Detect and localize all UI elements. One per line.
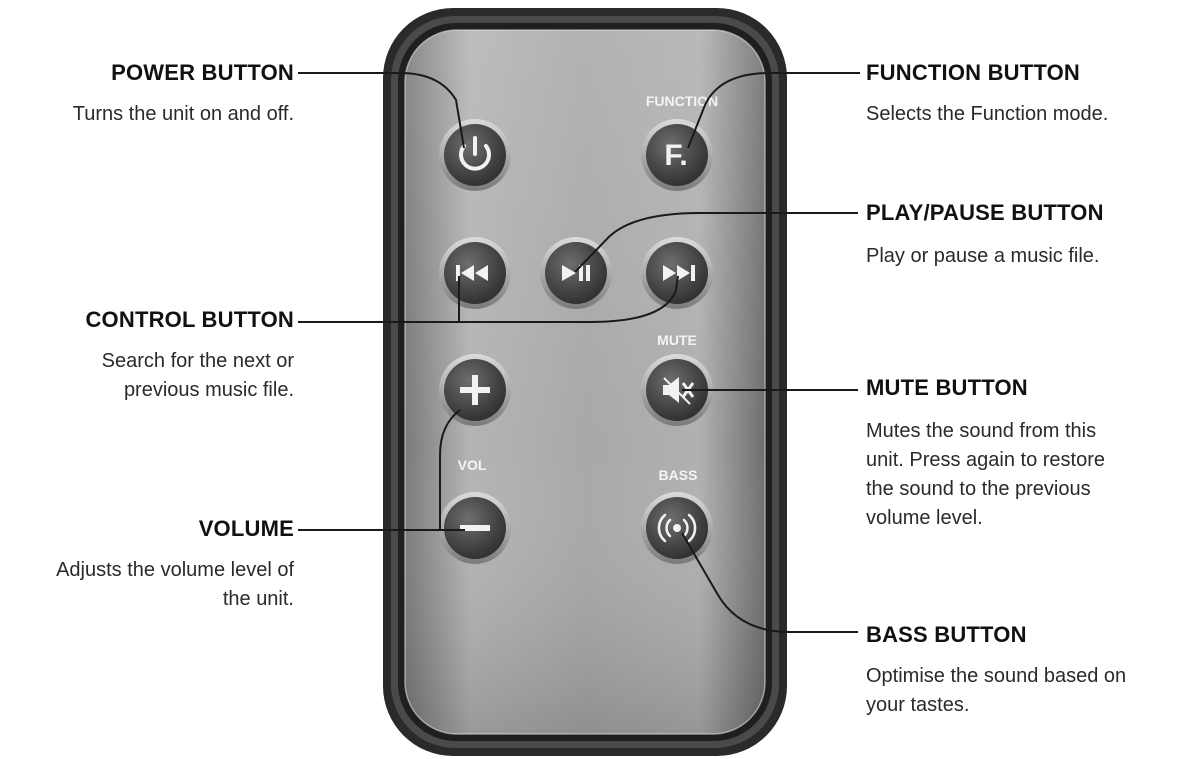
mute-desc-line: volume level. bbox=[866, 507, 983, 529]
bass-icon bbox=[657, 513, 697, 543]
volume-title: VOLUME bbox=[198, 516, 294, 541]
play-pause-button[interactable] bbox=[540, 237, 612, 309]
mute-desc-line: the sound to the previous bbox=[866, 478, 1091, 500]
skip-forward-icon bbox=[663, 265, 695, 281]
control-button-title: CONTROL BUTTON bbox=[85, 307, 294, 332]
control-desc-line: Search for the next or bbox=[101, 350, 294, 372]
mute-label: MUTE bbox=[657, 332, 697, 348]
power-button[interactable] bbox=[439, 119, 511, 191]
function-button-callout: FUNCTION BUTTON Selects the Function mod… bbox=[866, 60, 1186, 129]
volume-callout: VOLUME Adjusts the volume level of the u… bbox=[0, 516, 294, 614]
bass-desc-line: your tastes. bbox=[866, 694, 970, 716]
volume-desc: Adjusts the volume level of the unit. bbox=[0, 556, 294, 614]
mute-button-title: MUTE BUTTON bbox=[866, 375, 1028, 400]
mute-button-desc: Mutes the sound from this unit. Press ag… bbox=[866, 417, 1186, 533]
power-button-title: POWER BUTTON bbox=[111, 60, 294, 85]
function-leader bbox=[687, 72, 860, 149]
play-pause-button-title: PLAY/PAUSE BUTTON bbox=[866, 200, 1104, 225]
previous-track-button[interactable] bbox=[439, 237, 511, 309]
bass-leader bbox=[681, 532, 858, 633]
bass-button-callout: BASS BUTTON Optimise the sound based on … bbox=[866, 622, 1186, 720]
function-key-glyph: F. bbox=[664, 139, 687, 172]
remote-body bbox=[383, 8, 787, 756]
control-button-desc: Search for the next or previous music fi… bbox=[0, 347, 294, 405]
mute-button[interactable] bbox=[641, 354, 713, 426]
power-button-desc: Turns the unit on and off. bbox=[72, 103, 294, 125]
vol-label: VOL bbox=[458, 457, 487, 473]
power-leader bbox=[298, 72, 465, 149]
leader-lines bbox=[298, 72, 860, 633]
bass-button-desc: Optimise the sound based on your tastes. bbox=[866, 662, 1186, 720]
mute-desc-line: unit. Press again to restore bbox=[866, 449, 1106, 471]
bass-label: BASS bbox=[659, 467, 698, 483]
mute-button-callout: MUTE BUTTON Mutes the sound from this un… bbox=[866, 375, 1186, 533]
next-track-button[interactable] bbox=[641, 237, 713, 309]
volume-desc-line: the unit. bbox=[222, 588, 294, 610]
volume-up-button[interactable] bbox=[439, 354, 511, 426]
volume-leader bbox=[298, 409, 461, 531]
play-pause-button-desc: Play or pause a music file. bbox=[866, 245, 1100, 267]
function-button-desc: Selects the Function mode. bbox=[866, 103, 1109, 125]
function-label: FUNCTION bbox=[646, 93, 718, 109]
control-leader bbox=[298, 275, 679, 323]
play-leader bbox=[574, 212, 858, 273]
play-pause-button-callout: PLAY/PAUSE BUTTON Play or pause a music … bbox=[866, 200, 1186, 271]
control-desc-line: previous music file. bbox=[123, 379, 294, 401]
power-icon bbox=[459, 136, 491, 171]
bass-desc-line: Optimise the sound based on bbox=[866, 665, 1127, 687]
play-pause-icon bbox=[562, 265, 590, 281]
skip-back-icon bbox=[456, 265, 488, 281]
plus-icon bbox=[460, 375, 490, 405]
bass-button[interactable] bbox=[641, 492, 713, 564]
bass-button-title: BASS BUTTON bbox=[866, 622, 1027, 647]
volume-desc-line: Adjusts the volume level of bbox=[56, 559, 294, 581]
control-button-callout: CONTROL BUTTON Search for the next or pr… bbox=[0, 307, 294, 405]
function-button[interactable] bbox=[641, 119, 713, 191]
volume-down-button[interactable] bbox=[439, 492, 511, 564]
power-button-callout: POWER BUTTON Turns the unit on and off. bbox=[0, 60, 294, 129]
mute-desc-line: Mutes the sound from this bbox=[866, 420, 1097, 442]
function-button-title: FUNCTION BUTTON bbox=[866, 60, 1081, 85]
minus-icon bbox=[460, 525, 490, 531]
